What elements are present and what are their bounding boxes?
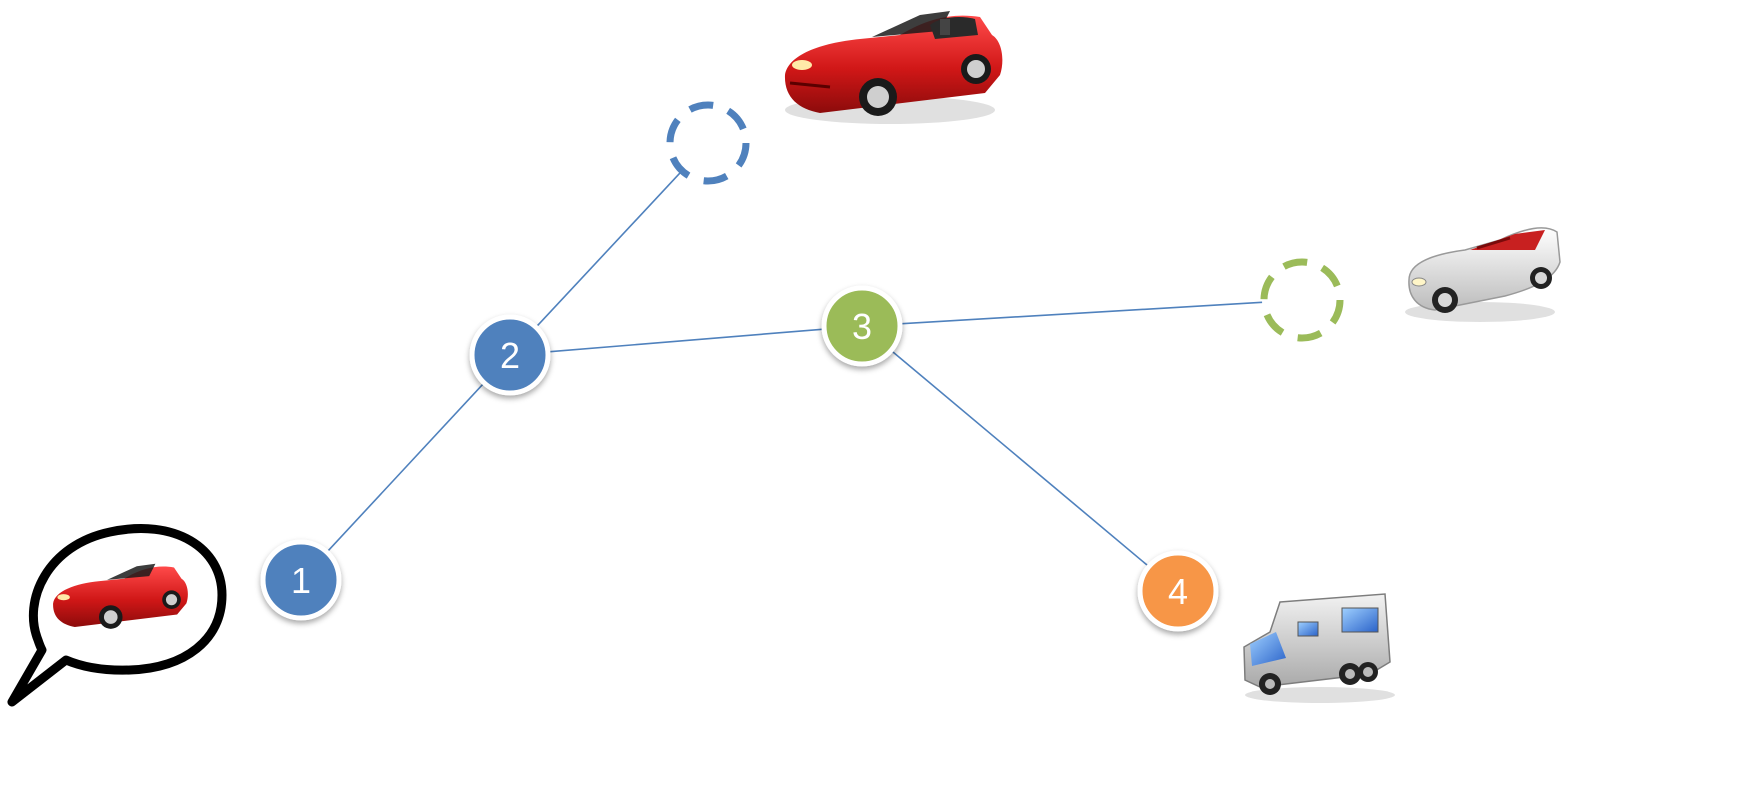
dashed-node-ghost-blue [666,101,750,185]
speech-bubble-with-red-car-icon [7,524,227,707]
dashed-node-ghost-green [1260,258,1344,342]
node-2: 2 [469,314,551,396]
node-circle-3 [821,285,903,367]
red-convertible-car-icon [784,11,1003,124]
edge-2-ghost-blue [536,171,682,327]
white-convertible-car-icon [1405,227,1561,322]
edge-3-4 [892,351,1148,566]
node-4: 4 [1137,550,1219,632]
node-label-3: 3 [852,306,872,347]
node-circle-2 [469,314,551,396]
node-3: 3 [821,285,903,367]
dashed-circle-ghost-blue [666,101,750,185]
node-label-2: 2 [500,335,520,376]
camper-rv-icon [1243,593,1395,703]
edge-2-3 [549,328,823,353]
node-label-1: 1 [291,560,311,601]
edges-group [327,171,1263,566]
node-circle-1 [260,539,342,621]
node-circle-4 [1137,550,1219,632]
edge-3-ghost-green [901,301,1263,325]
edge-1-2 [327,383,484,552]
node-1: 1 [260,539,342,621]
nodes-group: 1 2 3 4 [260,101,1344,632]
dashed-circle-ghost-green [1260,258,1344,342]
node-label-4: 4 [1168,571,1188,612]
